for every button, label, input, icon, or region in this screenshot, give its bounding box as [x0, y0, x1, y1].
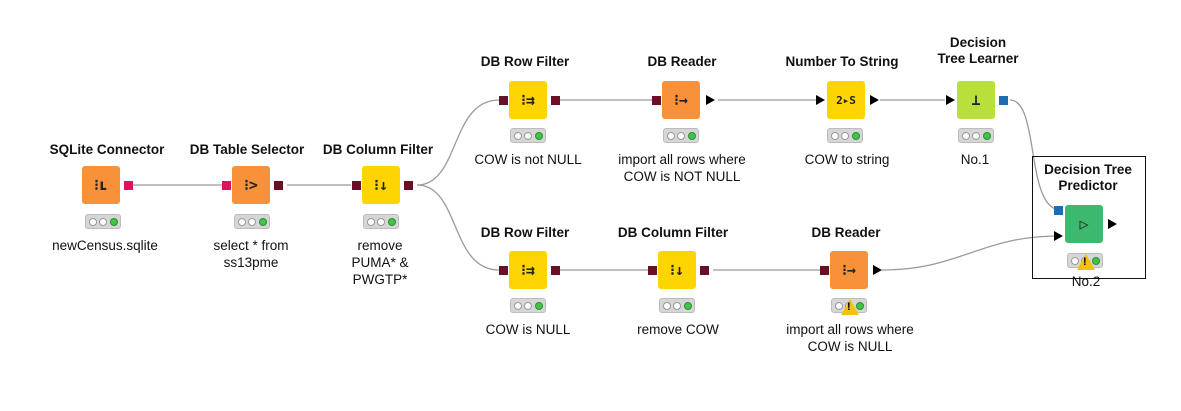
db-row-filter-node[interactable]: ⁝⇉	[509, 81, 547, 119]
db-input-port[interactable]	[499, 96, 508, 105]
db-input-port[interactable]	[499, 266, 508, 275]
data-input-port[interactable]	[1054, 231, 1063, 241]
db-row-filter-node[interactable]: ⁝⇉	[509, 251, 547, 289]
node-description: newCensus.sqlite	[52, 238, 158, 253]
node-title-db-row-filter: DB Row Filter	[480, 225, 570, 240]
node-title-db-column-filter: DB Column Filter	[322, 142, 434, 157]
row-filter-icon: ⁝⇉	[521, 261, 535, 279]
connection-colfilter-to-rowfilter-bottom	[416, 184, 500, 271]
data-output-port[interactable]	[706, 95, 715, 105]
connection-input-port[interactable]	[222, 181, 231, 190]
node-status-indicator	[85, 214, 121, 229]
node-status-indicator	[663, 128, 699, 143]
database-connector-icon: ⁝ʟ	[94, 176, 108, 194]
db-reader-icon: ⁝→	[674, 91, 688, 109]
node-title-db-row-filter: DB Row Filter	[480, 54, 570, 69]
db-reader-node[interactable]: ⁝→	[830, 251, 868, 289]
data-input-port[interactable]	[946, 95, 955, 105]
db-reader-icon: ⁝→	[842, 261, 856, 279]
data-output-port[interactable]	[873, 265, 882, 275]
connection-colfilter-to-rowfilter-top	[416, 99, 500, 186]
db-output-port[interactable]	[551, 266, 560, 275]
connection-output-port[interactable]	[124, 181, 133, 190]
db-output-port[interactable]	[700, 266, 709, 275]
db-table-selector-node[interactable]: ⁝>	[232, 166, 270, 204]
node-description: No.2	[1071, 274, 1101, 289]
decision-tree-predictor-node[interactable]: ▷	[1065, 205, 1103, 243]
db-input-port[interactable]	[652, 96, 661, 105]
node-description: COW is not NULL	[474, 152, 582, 167]
db-output-port[interactable]	[274, 181, 283, 190]
model-input-port[interactable]	[1054, 206, 1063, 215]
number-to-string-node[interactable]: 2▸S	[827, 81, 865, 119]
row-filter-icon: ⁝⇉	[521, 91, 535, 109]
node-description: No.1	[960, 152, 990, 167]
table-selector-icon: ⁝>	[244, 176, 258, 194]
selected-node-frame	[1032, 156, 1146, 279]
node-status-indicator	[363, 214, 399, 229]
node-status-indicator	[510, 128, 546, 143]
db-output-port[interactable]	[551, 96, 560, 105]
data-output-port[interactable]	[870, 95, 879, 105]
db-column-filter-node[interactable]: ⁝↓	[658, 251, 696, 289]
tree-predictor-icon: ▷	[1079, 215, 1089, 233]
node-title-db-column-filter: DB Column Filter	[617, 225, 729, 240]
node-description: COW to string	[804, 152, 890, 167]
node-title-db-reader: DB Reader	[811, 225, 881, 240]
number-to-string-icon: 2▸S	[836, 93, 856, 107]
decision-tree-learner-node[interactable]: ⊥	[957, 81, 995, 119]
data-output-port[interactable]	[1108, 219, 1117, 229]
db-input-port[interactable]	[648, 266, 657, 275]
node-title-number-to-string: Number To String	[785, 54, 899, 69]
column-filter-icon: ⁝↓	[374, 176, 388, 194]
node-title-db-reader: DB Reader	[647, 54, 717, 69]
node-status-indicator	[827, 128, 863, 143]
tree-learner-icon: ⊥	[971, 91, 981, 109]
node-status-indicator	[958, 128, 994, 143]
column-filter-icon: ⁝↓	[670, 261, 684, 279]
sqlite-connector-node[interactable]: ⁝ʟ	[82, 166, 120, 204]
node-title-sqlite-connector: SQLite Connector	[49, 142, 165, 157]
warning-icon: !	[1077, 254, 1095, 270]
db-input-port[interactable]	[820, 266, 829, 275]
warning-icon: !	[841, 299, 859, 315]
node-description: remove COW	[637, 322, 719, 337]
db-reader-node[interactable]: ⁝→	[662, 81, 700, 119]
db-input-port[interactable]	[352, 181, 361, 190]
node-status-indicator	[234, 214, 270, 229]
node-status-indicator	[659, 298, 695, 313]
data-input-port[interactable]	[816, 95, 825, 105]
node-description: COW is NULL	[485, 322, 571, 337]
node-status-indicator	[510, 298, 546, 313]
connection-learner-to-predictor	[1009, 99, 1062, 211]
model-output-port[interactable]	[999, 96, 1008, 105]
db-column-filter-node[interactable]: ⁝↓	[362, 166, 400, 204]
node-title-db-table-selector: DB Table Selector	[189, 142, 305, 157]
db-output-port[interactable]	[404, 181, 413, 190]
